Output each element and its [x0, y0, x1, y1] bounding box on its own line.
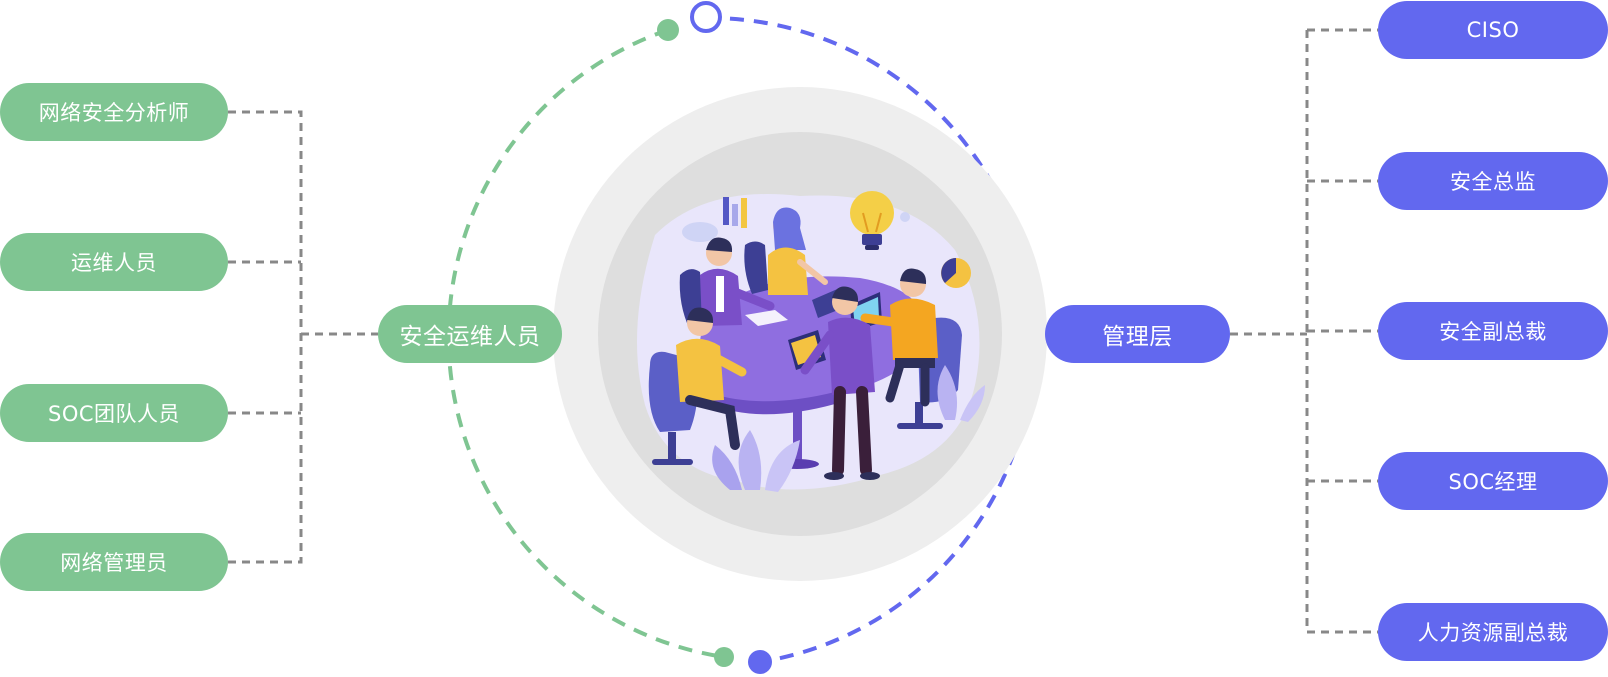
left-connectors — [228, 110, 378, 564]
role-ciso: CISO — [1378, 1, 1608, 59]
role-security-director: 安全总监 — [1378, 152, 1608, 210]
role-hr-vp: 人力资源副总裁 — [1378, 603, 1608, 661]
hub-security-ops-staff: 安全运维人员 — [378, 305, 562, 363]
role-soc-manager: SOC经理 — [1378, 452, 1608, 510]
role-network-admin: 网络管理员 — [0, 533, 228, 591]
role-soc-team-member: SOC团队人员 — [0, 384, 228, 442]
blue-dot-bottom — [748, 650, 772, 674]
pie-chart-icon — [941, 258, 971, 288]
laptop-icon — [788, 287, 882, 370]
green-dot-top — [657, 19, 679, 41]
role-ops-staff: 运维人员 — [0, 233, 228, 291]
green-dashed-arc — [446, 28, 725, 659]
hub-management: 管理层 — [1045, 305, 1230, 363]
green-dot-bottom — [714, 647, 734, 667]
bar-chart-icon — [723, 197, 747, 228]
team-meeting-illustration — [637, 191, 985, 492]
lightbulb-icon — [850, 191, 894, 250]
role-network-security-analyst: 网络安全分析师 — [0, 83, 228, 141]
role-security-vp: 安全副总裁 — [1378, 302, 1608, 360]
blue-ring-dot-top — [690, 1, 722, 33]
right-connectors — [1230, 28, 1378, 634]
